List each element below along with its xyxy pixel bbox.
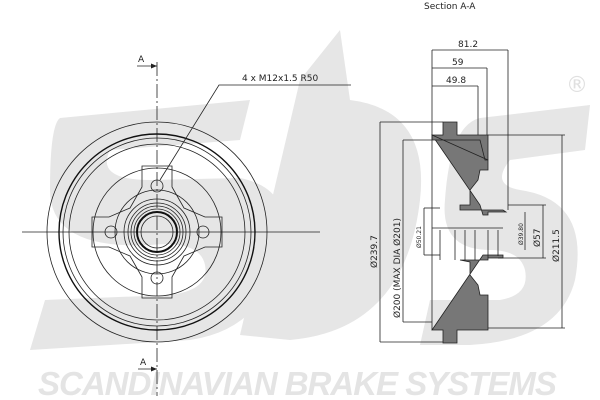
bolt-hole [104,225,118,239]
section-title: Section A-A [424,2,476,12]
upper-section [431,121,508,216]
dim-centering-diameter: Ø57 [532,228,543,247]
section-marker-top: A [138,55,145,65]
hub-flange [91,165,223,299]
registered-mark: ® [566,73,588,98]
outer-rim [46,121,268,343]
front-view: A A 4 x M12x1.5 R50 [22,55,351,396]
hub-bore [136,211,178,253]
dim-bore-outer: Ø50.21 [416,226,423,248]
dim-59: 59 [452,58,464,68]
bolt-hole [150,271,164,285]
dim-49-8: 49.8 [446,76,466,86]
braking-surface [58,133,256,331]
callout-leader [159,84,351,181]
section-marker-bottom: A [140,358,147,368]
dim-bore-inner: Ø39.80 [518,223,525,245]
dim-flange-diameter: Ø211.5 [551,229,562,262]
bolt-hole [196,225,210,239]
dim-outer-diameter: Ø239.7 [369,235,380,268]
dim-inner-diameter: Ø200 (MAX DIA Ø201) [392,218,403,318]
lower-section [431,254,504,344]
brand-watermark-text: SCANDINAVIAN BRAKE SYSTEMS [38,365,557,400]
dim-81-2: 81.2 [458,40,478,50]
bolt-callout: 4 x M12x1.5 R50 [242,74,318,84]
section-view: Section A-A 81.2 59 49.8 Ø239.7 Ø200 (MA… [369,2,565,344]
bolt-hole [150,179,164,193]
